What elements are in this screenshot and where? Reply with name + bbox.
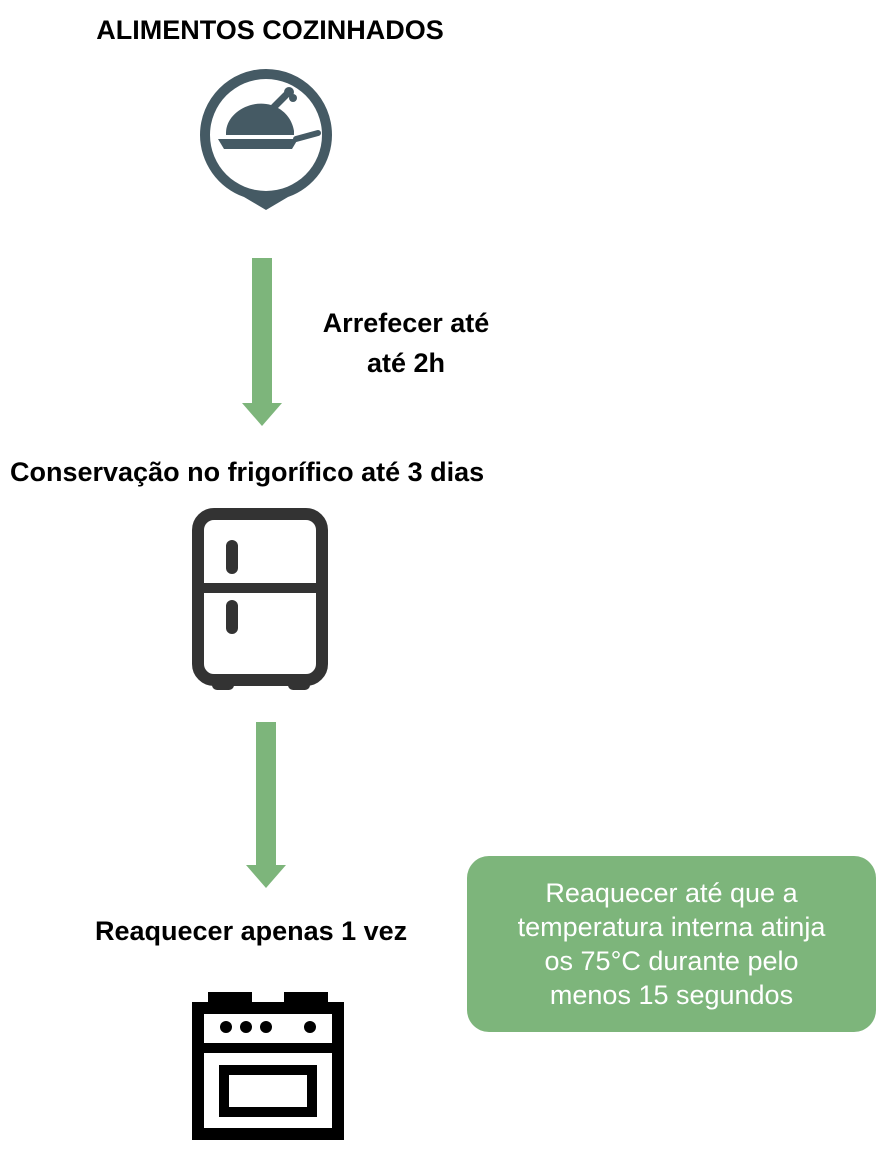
note-line-3: os 75°C durante pelo — [544, 946, 799, 976]
reheat-temperature-note: Reaquecer até que a temperatura interna … — [467, 856, 876, 1032]
refrigerator-step-label: Conservação no frigorífico até 3 dias — [10, 457, 485, 487]
refrigerator-icon — [192, 508, 328, 692]
arrow-down-icon — [246, 722, 286, 888]
note-line-1: Reaquecer até que a — [545, 878, 798, 908]
reheat-step-label: Reaquecer apenas 1 vez — [95, 916, 408, 946]
roast-chicken-pin-icon — [196, 65, 336, 211]
page-title: ALIMENTOS COZINHADOS — [96, 15, 444, 45]
arrow-down-icon — [242, 258, 282, 426]
stove-oven-icon — [192, 992, 344, 1140]
note-line-4: menos 15 segundos — [549, 980, 794, 1010]
note-line-2: temperatura interna atinja — [517, 912, 826, 942]
cooling-instruction: Arrefecer até até 2h — [306, 303, 506, 383]
cooling-instruction-line-1: Arrefecer até — [322, 308, 490, 338]
cooling-instruction-line-2: até 2h — [366, 348, 446, 378]
